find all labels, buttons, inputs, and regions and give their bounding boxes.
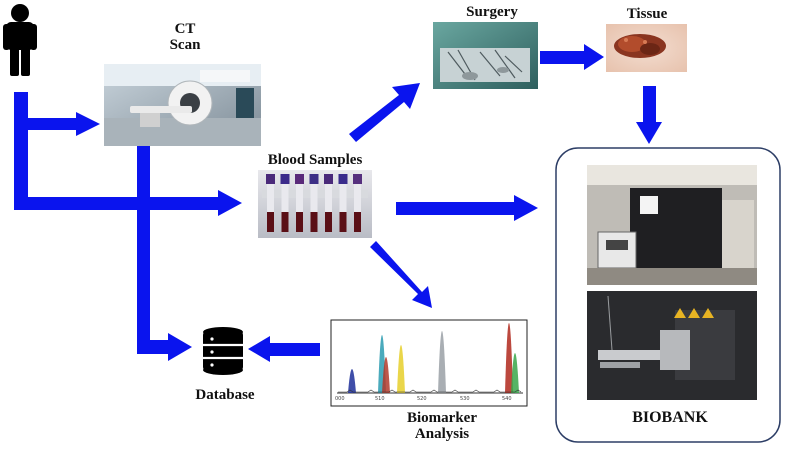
- chromatogram-peak: [397, 345, 405, 393]
- arrow-blood-to-biobank-head: [514, 195, 538, 221]
- blood-samples-label: Blood Samples: [267, 152, 363, 168]
- blood-samples-image: [258, 170, 372, 238]
- ct-label-line1: CT: [174, 21, 196, 37]
- tissue-label: Tissue: [626, 6, 668, 22]
- ct-scan-image: [104, 64, 261, 146]
- biomarker-analysis-label: Biomarker Analysis: [392, 410, 492, 443]
- tube-blood: [281, 212, 289, 232]
- surgery-label: Surgery: [466, 4, 518, 20]
- chromatogram-peak: [511, 353, 519, 393]
- ct-label-line2: Scan: [169, 36, 201, 53]
- ct-down-line: [137, 146, 150, 354]
- tissue-image: [606, 24, 687, 72]
- arrow-tissue-down-head: [636, 122, 662, 144]
- chromatogram-peak: [438, 331, 446, 393]
- tube-cap: [280, 174, 290, 184]
- arrow-to-tissue-head: [584, 44, 604, 70]
- arrow-blood-to-biobank-shaft: [396, 202, 514, 215]
- arrow-to-blood-head: [218, 190, 242, 216]
- arrow-to-db-head: [168, 333, 192, 361]
- tube-blood: [354, 212, 361, 232]
- tube-body: [281, 184, 289, 232]
- tube-blood: [339, 212, 347, 232]
- tube-cap: [266, 174, 275, 184]
- svg-text:520: 520: [417, 396, 427, 402]
- svg-text:510: 510: [375, 396, 385, 402]
- tube-cap: [295, 174, 304, 184]
- biomarker-label-line1: Biomarker: [407, 410, 477, 426]
- surgery-image: [433, 22, 538, 89]
- biobank-container: [555, 147, 781, 443]
- tube-body: [310, 184, 318, 232]
- tube-blood: [325, 212, 332, 232]
- tube-blood: [296, 212, 303, 232]
- svg-text:530: 530: [460, 396, 470, 402]
- tube-cap: [353, 174, 362, 184]
- flow-arrows: [14, 44, 662, 362]
- biomarker-label-line2: Analysis: [414, 425, 470, 442]
- svg-text:540: 540: [502, 396, 512, 402]
- svg-text:000: 000: [335, 396, 345, 402]
- arrow-to-blood-shaft: [28, 197, 218, 210]
- arrow-blood-to-biomarker: [370, 241, 432, 308]
- chromatogram-peak: [505, 323, 513, 393]
- chromatogram-baseline: [338, 389, 522, 393]
- tube-body: [325, 184, 332, 232]
- arrow-to-tissue-shaft: [540, 51, 584, 64]
- chromatogram-peak: [348, 369, 356, 393]
- biobank-storage-image: [587, 165, 757, 285]
- arrow-to-db-shaft: [150, 340, 168, 354]
- arrow-tissue-down-shaft: [643, 86, 656, 122]
- arrow-to-ct-head: [76, 112, 100, 136]
- tube-cap: [324, 174, 333, 184]
- tube-cap: [338, 174, 348, 184]
- tube-body: [296, 184, 303, 232]
- tube-body: [339, 184, 347, 232]
- tube-blood: [310, 212, 318, 232]
- trunk-line: [14, 92, 28, 210]
- arrow-biomarker-to-db-shaft: [270, 343, 320, 356]
- ct-scan-label: CT Scan: [150, 21, 220, 54]
- biomarker-chromatogram-image: 000 510 520 530 540: [330, 319, 528, 407]
- person-icon: [3, 4, 37, 76]
- database-icon: [203, 327, 243, 375]
- tube-blood: [267, 212, 274, 232]
- tube-body: [354, 184, 361, 232]
- biobank-robot-image: [587, 291, 757, 400]
- chromatogram-peak: [382, 357, 390, 393]
- tube-cap: [309, 174, 319, 184]
- database-label: Database: [195, 387, 255, 403]
- arrow-to-ct-shaft: [28, 118, 76, 130]
- tube-body: [267, 184, 274, 232]
- arrow-biomarker-to-db-head: [248, 336, 270, 362]
- biobank-label: BIOBANK: [632, 409, 708, 426]
- arrow-blood-to-surgery: [349, 83, 420, 142]
